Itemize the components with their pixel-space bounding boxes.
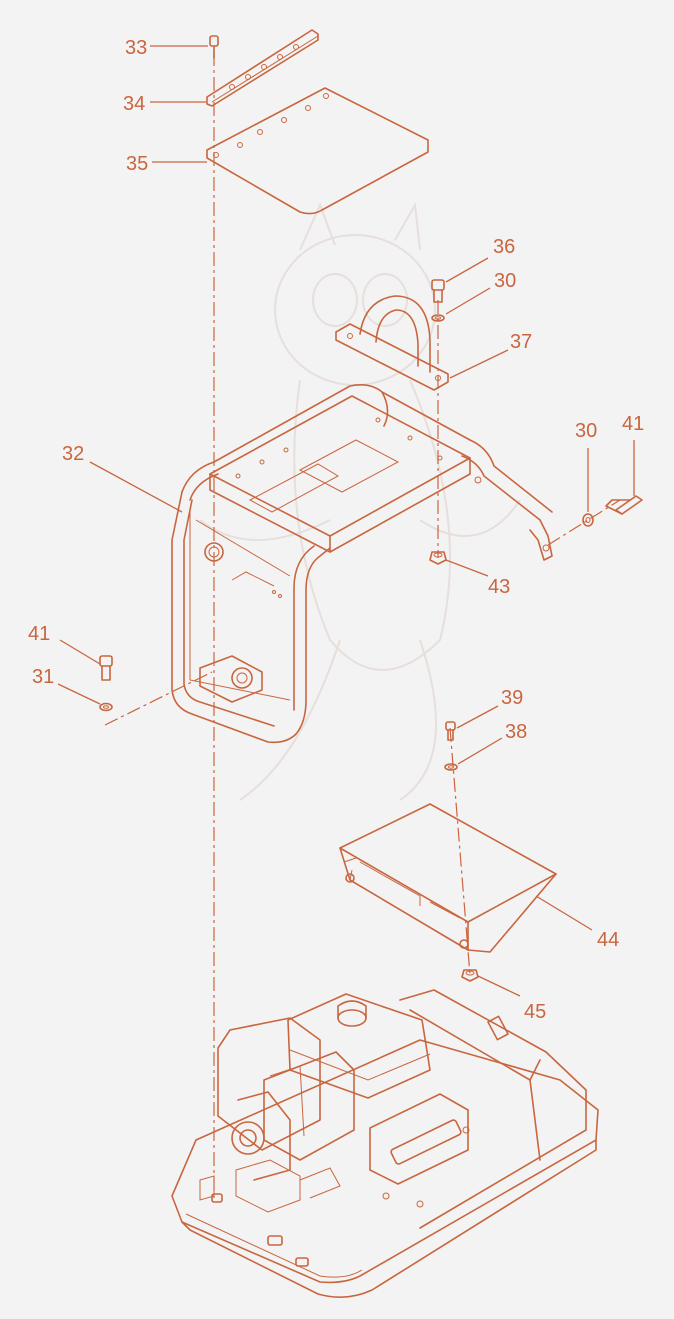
callout-34: 34 <box>123 93 145 115</box>
part-43-nut <box>429 551 447 565</box>
callout-43: 43 <box>488 576 510 598</box>
base-machine <box>171 989 599 1298</box>
alignment-lines <box>104 52 621 1200</box>
callout-37: 37 <box>510 331 532 353</box>
callout-30-right: 30 <box>575 420 597 442</box>
part-45-nut <box>461 969 479 982</box>
part-34-clamp-strip <box>206 29 319 107</box>
part-35-cover-plate <box>206 87 429 215</box>
callout-31: 31 <box>32 666 54 688</box>
part-32-frame <box>171 384 553 744</box>
callout-30-top: 30 <box>494 270 516 292</box>
part-37-lifting-handle <box>335 295 449 391</box>
callout-36: 36 <box>493 236 515 258</box>
callout-33: 33 <box>125 37 147 59</box>
part-30-washer-right <box>582 513 594 527</box>
callout-38: 38 <box>505 721 527 743</box>
part-38-washer <box>444 763 458 771</box>
part-41-bolt-left <box>99 655 113 681</box>
callout-39: 39 <box>501 687 523 709</box>
callout-45: 45 <box>524 1001 546 1023</box>
callout-labels: 33 34 35 36 30 37 30 41 32 43 41 31 39 3… <box>28 37 644 1023</box>
part-31-washer <box>99 702 113 712</box>
part-30-washer-top <box>431 314 445 322</box>
callout-35: 35 <box>126 153 148 175</box>
part-33-screw <box>209 35 219 59</box>
callout-41-left: 41 <box>28 623 50 645</box>
callout-41-right: 41 <box>622 413 644 435</box>
leader-lines <box>57 45 635 997</box>
part-44-guard-tray <box>339 803 557 953</box>
watermark-dragon <box>199 201 521 801</box>
part-39-screw <box>445 721 456 741</box>
callout-32: 32 <box>62 443 84 465</box>
callout-44: 44 <box>597 929 619 951</box>
part-41-bolt-right <box>605 495 643 515</box>
part-36-bolt <box>431 279 445 303</box>
